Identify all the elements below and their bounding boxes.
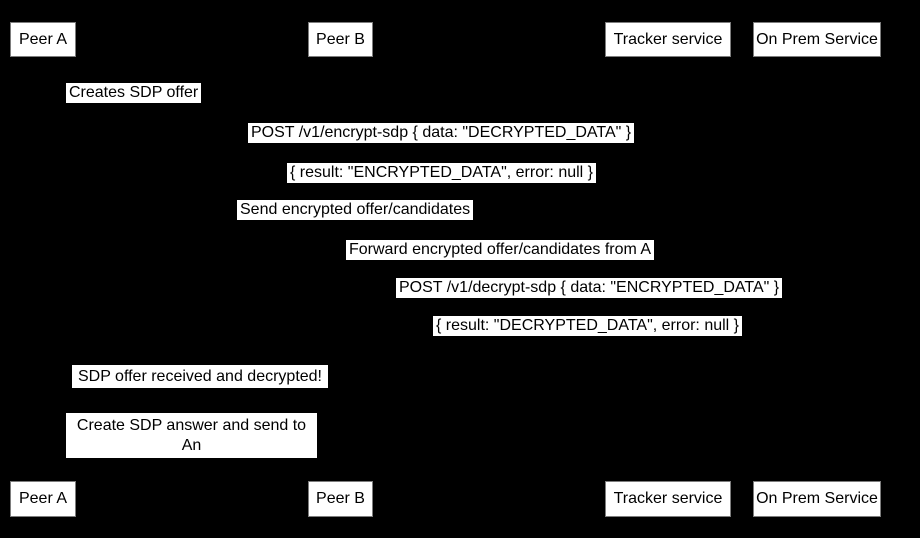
lifeline-on-prem-service (817, 57, 818, 481)
message-label-post-decrypt-sdp: POST /v1/decrypt-sdp { data: "ENCRYPTED_… (396, 278, 783, 298)
message-label-forward-encrypted-offer: Forward encrypted offer/candidates from … (346, 240, 655, 260)
message-label-decrypt-result: { result: "DECRYPTED_DATA", error: null … (433, 316, 743, 336)
arrow-send-encrypted-offer (43, 229, 668, 230)
lifeline-tracker-service (668, 57, 669, 481)
arrow-post-encrypt-sdp (43, 153, 817, 154)
participant-box-on-prem-service-bottom: On Prem Service (753, 481, 881, 517)
participant-box-on-prem-service-top: On Prem Service (753, 22, 881, 57)
participant-box-peer-b-bottom: Peer B (308, 481, 373, 517)
participant-box-peer-b-top: Peer B (308, 22, 373, 57)
participant-box-peer-a-top: Peer A (10, 22, 76, 57)
message-label-creates-sdp-offer: Creates SDP offer (66, 83, 202, 103)
participant-box-peer-a-bottom: Peer A (10, 481, 76, 517)
arrow-decrypt-result (340, 347, 817, 348)
message-label-post-encrypt-sdp: POST /v1/encrypt-sdp { data: "DECRYPTED_… (248, 123, 635, 143)
arrow-encrypt-result (43, 193, 817, 194)
arrow-forward-encrypted-offer (340, 268, 668, 269)
lifeline-peer-a (42, 57, 43, 481)
arrow-post-decrypt-sdp (340, 308, 817, 309)
participant-box-tracker-service-bottom: Tracker service (605, 481, 731, 517)
participant-box-tracker-service-top: Tracker service (605, 22, 731, 57)
message-label-send-encrypted-offer: Send encrypted offer/candidates (237, 200, 474, 220)
note-create-sdp-answer: Create SDP answer and send to An using t… (66, 413, 317, 474)
self-arrow-creates-sdp-offer (43, 111, 103, 112)
note-sdp-offer-received: SDP offer received and decrypted! (72, 365, 328, 388)
message-label-encrypt-result: { result: "ENCRYPTED_DATA", error: null … (287, 163, 597, 183)
lifeline-peer-b (340, 57, 341, 481)
